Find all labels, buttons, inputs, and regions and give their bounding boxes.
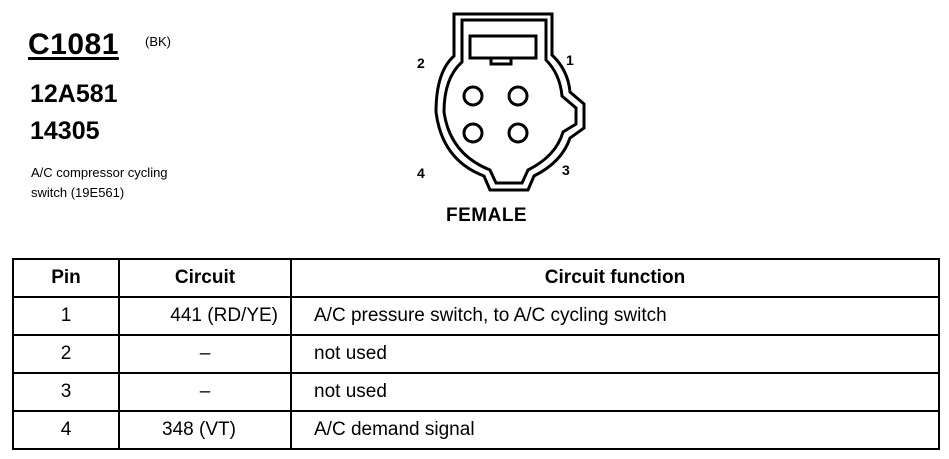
cell-circuit: – xyxy=(118,334,292,374)
table-header-row: Pin Circuit Circuit function xyxy=(12,258,940,298)
table-row: 2 – not used xyxy=(12,334,940,374)
cell-circuit: – xyxy=(118,372,292,412)
pin-cavity-1 xyxy=(507,85,529,107)
header-circuit-function: Circuit function xyxy=(290,258,940,298)
cell-pin: 4 xyxy=(12,410,120,450)
pin-label-3: 3 xyxy=(562,162,570,178)
connector-description: A/C compressor cycling switch (19E561) xyxy=(31,163,168,203)
table-row: 3 – not used xyxy=(12,372,940,412)
table-row: 4 348 (VT) A/C demand signal xyxy=(12,410,940,450)
description-line-1: A/C compressor cycling xyxy=(31,165,168,180)
connector-latch-tab xyxy=(489,56,513,66)
cell-pin: 2 xyxy=(12,334,120,374)
pin-cavity-4 xyxy=(462,122,484,144)
cell-circuit: 441 (RD/YE) xyxy=(118,296,292,336)
header-circuit: Circuit xyxy=(118,258,292,298)
pinout-table: Pin Circuit Circuit function 1 441 (RD/Y… xyxy=(12,258,940,450)
part-number-1: 12A581 xyxy=(30,80,118,108)
cell-pin: 1 xyxy=(12,296,120,336)
cell-function: not used xyxy=(290,372,940,412)
connector-inner-outline xyxy=(442,18,578,185)
pin-cavity-3 xyxy=(507,122,529,144)
connector-gender-label: FEMALE xyxy=(446,205,528,226)
cell-function: A/C pressure switch, to A/C cycling swit… xyxy=(290,296,940,336)
connector-body-outline xyxy=(434,12,586,192)
cell-function: not used xyxy=(290,334,940,374)
cell-circuit: 348 (VT) xyxy=(118,410,292,450)
connector-color-code: (BK) xyxy=(145,34,171,49)
description-line-2: switch (19E561) xyxy=(31,185,125,200)
cell-function: A/C demand signal xyxy=(290,410,940,450)
connector-id: C1081 xyxy=(28,28,119,61)
connector-latch xyxy=(468,34,538,60)
table-row: 1 441 (RD/YE) A/C pressure switch, to A/… xyxy=(12,296,940,336)
connector-face-diagram xyxy=(434,12,586,192)
cell-pin: 3 xyxy=(12,372,120,412)
pin-label-4: 4 xyxy=(417,165,425,181)
header-pin: Pin xyxy=(12,258,120,298)
part-number-2: 14305 xyxy=(30,117,100,145)
pin-label-1: 1 xyxy=(566,52,574,68)
pin-cavity-2 xyxy=(462,85,484,107)
pin-label-2: 2 xyxy=(417,55,425,71)
